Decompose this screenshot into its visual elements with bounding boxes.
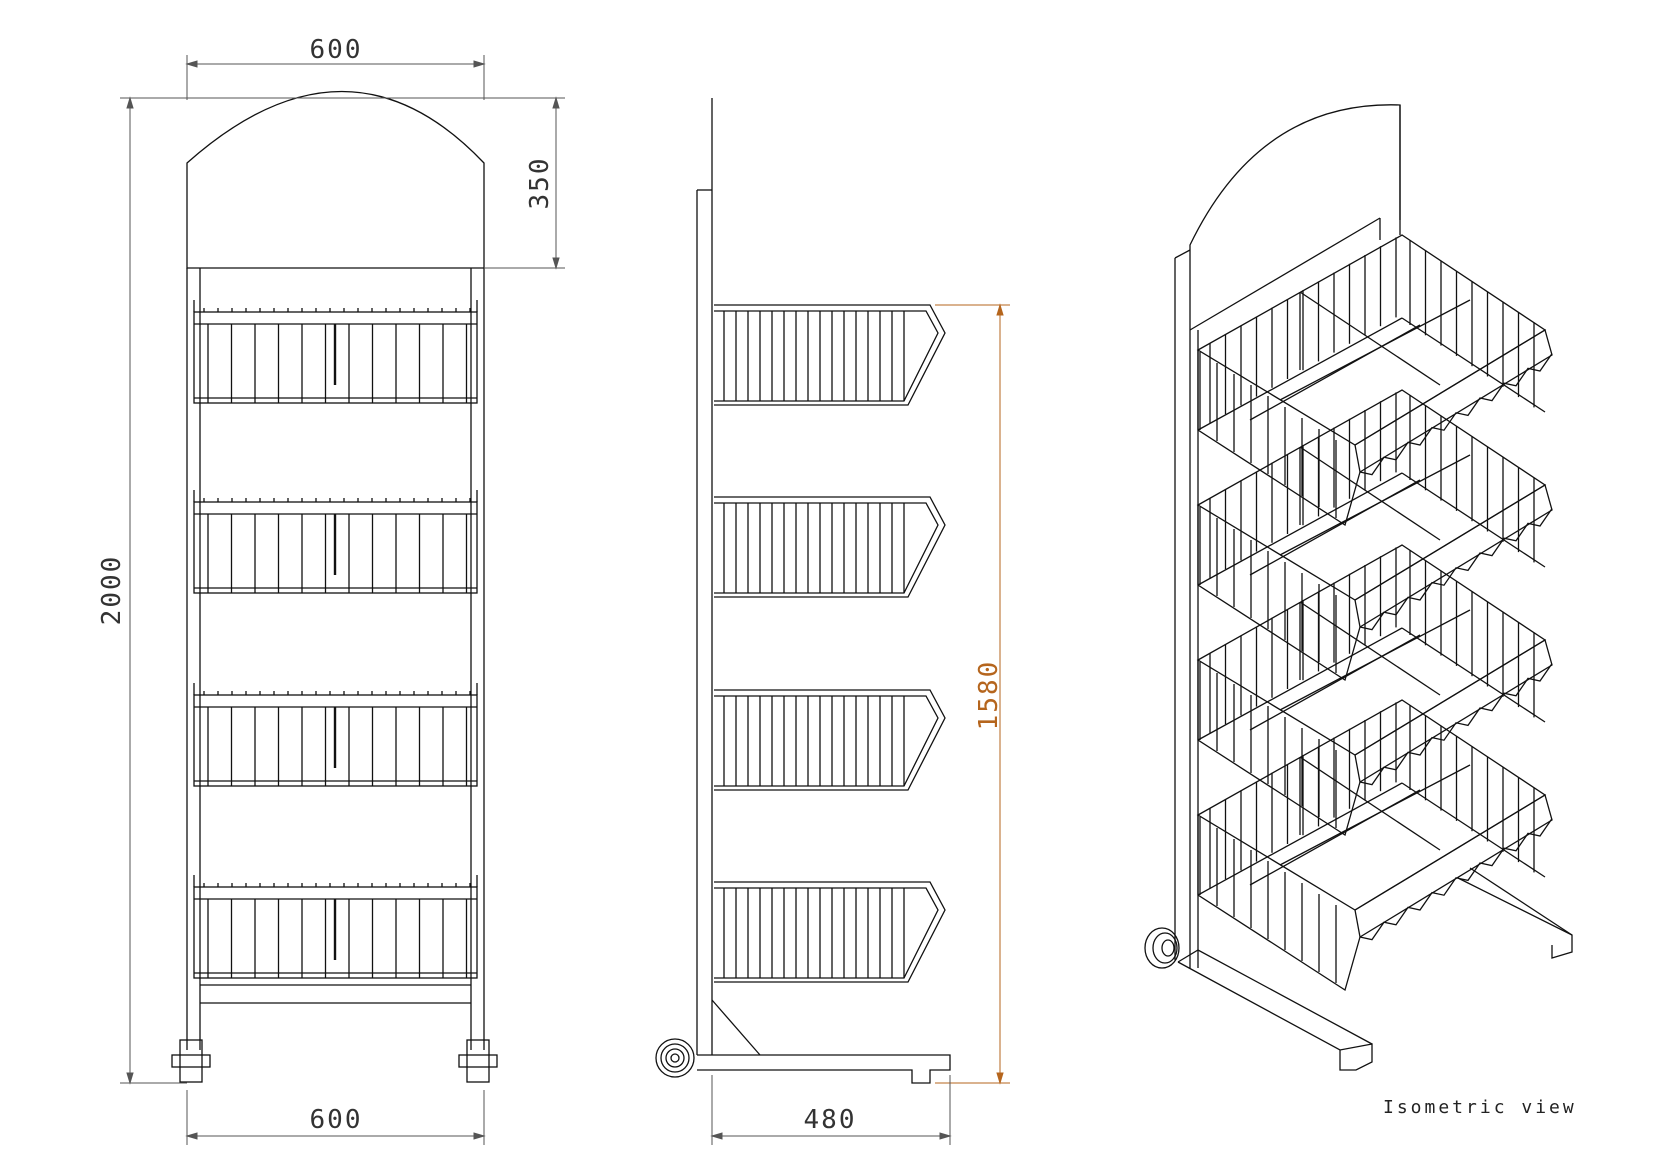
isometric-view <box>1144 104 1573 1071</box>
front-dimensions <box>120 55 565 1145</box>
front-top-width-label: 600 <box>310 35 363 65</box>
basket-span-label: 1580 <box>974 660 1004 731</box>
front-right-wheel <box>458 1039 498 1083</box>
front-basket-3 <box>193 683 478 787</box>
side-basket-4 <box>714 881 946 983</box>
front-height-label: 2000 <box>97 555 127 626</box>
iso-back-panel <box>1189 104 1401 968</box>
side-basket-1 <box>714 304 946 406</box>
side-basket-2 <box>714 496 946 598</box>
side-baskets <box>714 304 946 983</box>
header-height-label: 350 <box>525 157 555 210</box>
front-basket-1 <box>193 300 478 404</box>
iso-basket-4 <box>1196 699 1553 992</box>
isometric-view-caption: Isometric view <box>1383 1097 1577 1118</box>
front-header-panel <box>186 90 485 269</box>
front-basket-4 <box>193 875 478 979</box>
iso-baskets <box>1196 234 1553 992</box>
iso-basket-3 <box>1196 544 1553 837</box>
iso-basket-2 <box>1196 389 1553 682</box>
side-wheel <box>655 1038 695 1078</box>
front-bottom-width-label: 600 <box>310 1105 363 1135</box>
side-basket-3 <box>714 689 946 791</box>
side-dimensions <box>710 303 1010 1145</box>
front-basket-2 <box>193 490 478 594</box>
iso-wheel <box>1144 927 1180 969</box>
side-view <box>655 98 951 1084</box>
base-depth-label: 480 <box>804 1105 857 1135</box>
front-left-wheel <box>171 1039 211 1083</box>
iso-basket-1 <box>1196 234 1553 527</box>
front-view <box>171 90 498 1083</box>
front-baskets <box>193 300 478 979</box>
